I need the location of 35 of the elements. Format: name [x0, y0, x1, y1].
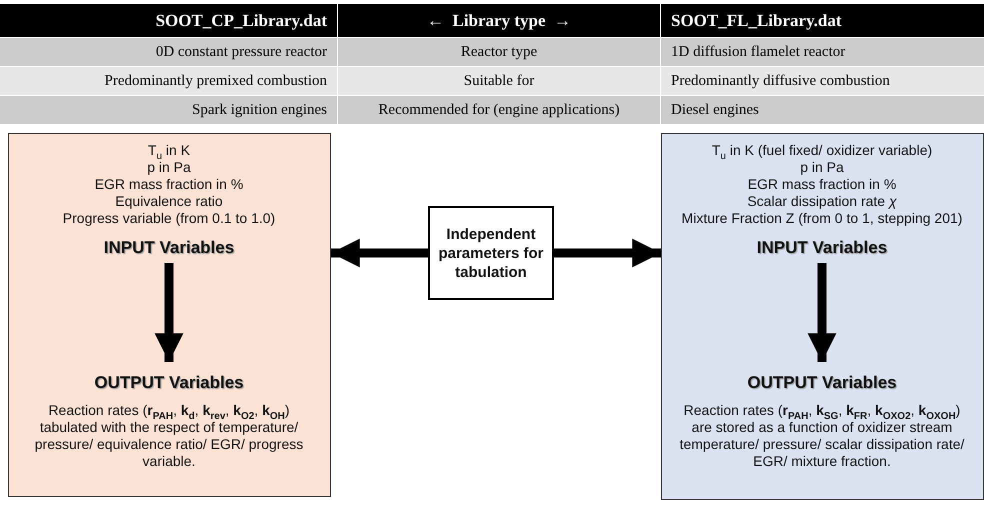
variable-text: Equivalence ratio	[114, 193, 224, 210]
arrow	[554, 238, 661, 268]
table-header-cell: SOOT_FL_Library.dat	[661, 4, 984, 37]
arrow	[808, 263, 836, 362]
table-cell: Spark ignition engines	[0, 96, 337, 124]
variable-text: EGR mass fraction in %	[94, 176, 244, 193]
variable-text: Scalar dissipation rate χ	[746, 193, 898, 210]
variable-text: p in Pa	[799, 159, 845, 176]
description-text: Reaction rates (r$_{PAH}$, k$_{SG}$, k$_{FR}$, k$_{OXO2}$, k$_{OXOH}$) are stored as a function of oxidizer stream temperature/ pressure/ scalar dissipation rate/ EGR/ mixture fraction.	[678, 402, 966, 470]
section-heading: INPUT Variables	[756, 237, 888, 259]
table-cell: Reactor type	[338, 38, 660, 66]
section-heading: OUTPUT Variables	[746, 372, 898, 394]
arrow	[331, 238, 428, 268]
variable-text: Mixture Fraction Z (from 0 to 1, stepping 201)	[680, 210, 964, 227]
description-text: Reaction rates (r$_{PAH}$, k$_{d}$, k$_{rev}$, k$_{O2}$, k$_{OH}$) tabulated with the respect of temperature/ pressure/ equivalence ratio/ EGR/ progress variable.	[34, 402, 304, 470]
table-cell: Predominantly premixed combustion	[0, 67, 337, 95]
arrow	[154, 263, 184, 362]
table-cell: 1D diffusion flamelet reactor	[661, 38, 984, 66]
section-heading: INPUT Variables	[102, 237, 236, 259]
parameter-panel	[661, 133, 984, 500]
table-cell: Suitable for	[338, 67, 660, 95]
table-header-cell: ← Library type →	[338, 4, 660, 37]
table-header-cell: SOOT_CP_Library.dat	[0, 4, 337, 37]
parameter-panel	[8, 133, 331, 497]
variable-text: p in Pa	[146, 159, 192, 176]
variable-text: EGR mass fraction in %	[746, 176, 898, 193]
process-box: Independent parameters for tabulation	[428, 206, 554, 300]
variable-text: T$_{u}$ in K (fuel fixed/ oxidizer variable)	[710, 142, 934, 159]
section-heading: OUTPUT Variables	[93, 372, 245, 394]
table-cell: Recommended for (engine applications)	[338, 96, 660, 124]
variable-text: Progress variable (from 0.1 to 1.0)	[62, 210, 276, 227]
variable-text: T$_{u}$ in K	[146, 142, 192, 159]
table-cell: Diesel engines	[661, 96, 984, 124]
table-cell: 0D constant pressure reactor	[0, 38, 337, 66]
table-cell: Predominantly diffusive combustion	[661, 67, 984, 95]
